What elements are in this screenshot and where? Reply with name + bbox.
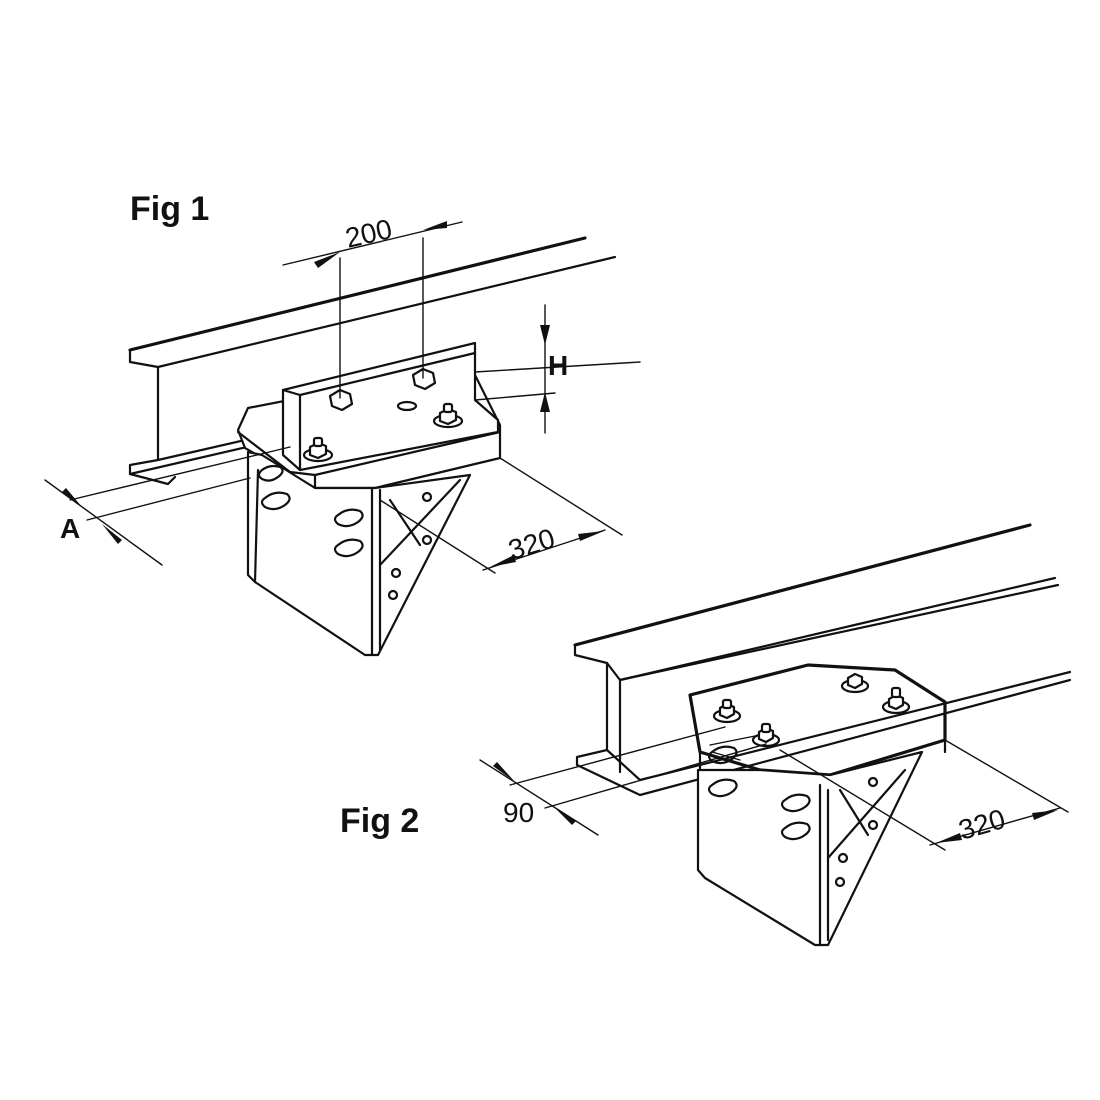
fig2-dim-320-label: 320 xyxy=(955,803,1008,846)
fig1-dim-h: H xyxy=(474,304,641,434)
fig2-dim-320: 320 xyxy=(779,739,1069,851)
fig1-holes xyxy=(387,400,433,601)
fig1-bolts xyxy=(302,367,464,463)
fig2-dim-90-label: 90 xyxy=(503,797,534,828)
fig1-dim-a: A xyxy=(44,446,291,566)
fig2-nut xyxy=(712,698,742,724)
fig1-i-beam xyxy=(128,236,617,486)
fig1-dim-a-label: A xyxy=(60,513,80,544)
fig2-i-beam xyxy=(573,523,1072,797)
fig2-label: Fig 2 xyxy=(340,802,419,840)
fig2-dim-90: 90 xyxy=(479,726,767,836)
fig1-hanger-body xyxy=(246,450,472,657)
fig1-bolt-head xyxy=(411,367,437,391)
fig1-slots xyxy=(257,464,364,558)
fig1-nut xyxy=(432,402,464,429)
fig2-nut xyxy=(881,686,911,715)
fig1-nut xyxy=(302,436,334,463)
fig1-bolt-head xyxy=(328,388,354,412)
fig2-slots xyxy=(707,745,811,841)
fig1-label: Fig 1 xyxy=(130,190,209,228)
fig1-drawing: 200 H A 320 Fig 1 xyxy=(44,190,641,657)
fig1-dim-200-label: 200 xyxy=(342,213,394,254)
fig1-angle-bracket xyxy=(281,341,500,472)
fig1-dim-h-label: H xyxy=(548,350,568,381)
fig2-drawing: 90 320 Fig 2 xyxy=(340,523,1072,947)
fig2-nut xyxy=(751,722,781,748)
fig2-holes xyxy=(834,776,879,888)
fig1-dim-320-label: 320 xyxy=(505,522,559,565)
fig2-bolts xyxy=(712,672,911,748)
fig2-hanger-body xyxy=(696,750,924,947)
fig2-nut xyxy=(840,672,870,694)
